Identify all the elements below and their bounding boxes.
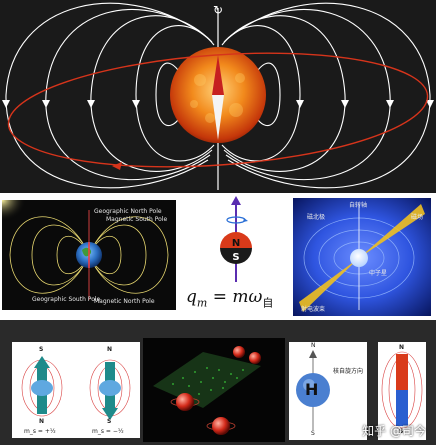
earth-label-3: Geographic South Pole: [32, 296, 101, 303]
h-south-letter: S: [311, 430, 315, 437]
sun-magnetic-field-panel: ↻: [0, 0, 436, 193]
spin-dipole-model: N S: [206, 196, 266, 284]
left-top-pole: S: [39, 346, 44, 353]
spin-south-letter: S: [232, 252, 239, 263]
spin-north-letter: N: [232, 238, 240, 249]
formula-lhs-sub: m: [196, 296, 208, 310]
needle-north-half: [212, 55, 224, 95]
earth-field-diagram: Geographic North Pole Magnetic South Pol…: [2, 200, 176, 310]
rotation-icon: ↻: [213, 3, 223, 17]
field-lines-left: [5, 2, 215, 189]
orbit-ellipse: [7, 52, 429, 168]
watermark-text: 知乎 @司今: [362, 424, 426, 438]
formula-equals: =: [212, 287, 227, 307]
orbit-arrow: [112, 162, 122, 170]
electron-spin-pair: S N N S m_s = +½ m_s = −½: [12, 342, 140, 438]
field-line-arrows: [2, 100, 434, 108]
earth-label-2: Magnetic South Pole: [106, 216, 168, 223]
pulsar-label-pole: 磁北极: [307, 214, 326, 221]
earth-label-4: Magnetic North Pole: [94, 298, 155, 305]
h-north-letter: N: [311, 342, 316, 349]
needle-south-half: [212, 95, 224, 140]
formula-lhs: q: [186, 287, 197, 307]
formula-rhs: mω: [232, 287, 263, 307]
hydrogen-spin-diagram: N H S 核自旋方向: [289, 342, 367, 440]
spin-beam-illustration: [143, 338, 285, 442]
right-top-pole: N: [107, 346, 113, 353]
bottom-row-panel: S N N S m_s = +½ m_s = −½: [0, 320, 436, 445]
formula-rhs-sub: 自: [262, 296, 274, 310]
pulsar-label-beam: 射电波束: [301, 306, 326, 313]
h-spin-caption: 核自旋方向: [333, 368, 364, 375]
bar-magnet-diagram: N S: [378, 342, 426, 440]
sun-field-diagram: ↻: [0, 0, 436, 193]
pulsar-label-field: 磁场: [411, 214, 424, 221]
left-spin-caption: m_s = +½: [24, 428, 56, 435]
right-spin-caption: m_s = −½: [92, 428, 124, 435]
sun-granulation: [190, 73, 245, 123]
bar-north-letter: N: [399, 344, 405, 351]
h-center-letter: H: [305, 380, 319, 399]
magnetic-moment-formula: qm = mω自: [186, 287, 273, 310]
pulsar-label-axis: 自转轴: [349, 202, 368, 209]
bar-south-letter: S: [399, 428, 404, 435]
pulsar-label-star: 中子星: [369, 270, 388, 277]
left-bottom-pole: N: [39, 418, 45, 425]
right-bottom-pole: S: [107, 418, 112, 425]
earth-label-1: Geographic North Pole: [94, 208, 162, 215]
pulsar-diagram: 自转轴 磁场 磁北极 中子星 射电波束: [293, 198, 431, 316]
field-lines-right: [221, 2, 431, 189]
